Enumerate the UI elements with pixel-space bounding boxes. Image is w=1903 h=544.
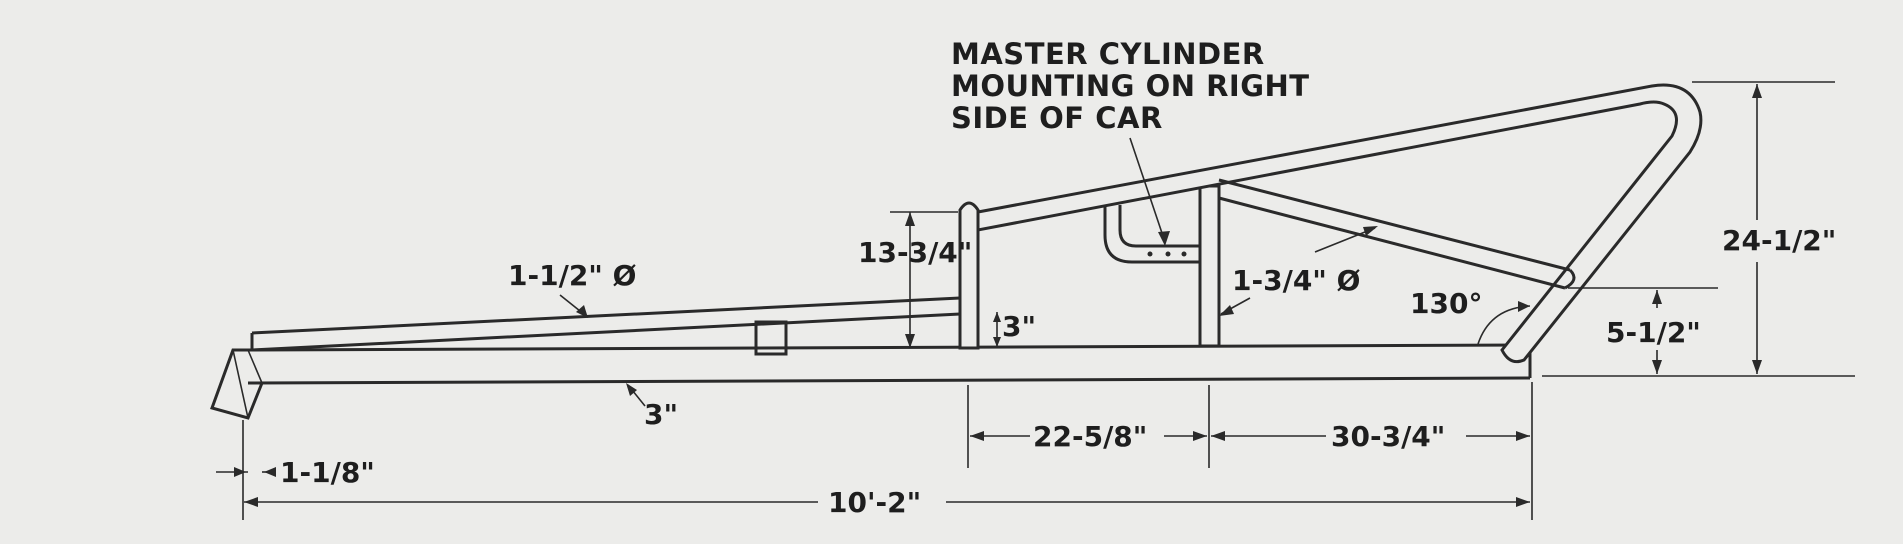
angle-130: 130° xyxy=(1410,287,1531,345)
note-line-2: MOUNTING ON RIGHT xyxy=(951,69,1310,103)
dimension-30-3-4-label: 30-3/4" xyxy=(1331,420,1445,453)
roll-bar-top-tube xyxy=(976,83,1703,364)
dimension-13-3-4-label: 13-3/4" xyxy=(858,236,972,269)
dimension-1-1-8: 1-1/8" xyxy=(216,456,375,489)
angle-130-label: 130° xyxy=(1410,287,1482,320)
dimension-3-label: 3" xyxy=(1002,310,1036,343)
master-cylinder-note: MASTER CYLINDER MOUNTING ON RIGHT SIDE O… xyxy=(951,37,1310,246)
diagonal-brace xyxy=(1218,178,1576,290)
rear-post xyxy=(1198,184,1221,348)
dimension-5-1-2: 5-1/2" xyxy=(1568,287,1718,374)
tube-diameter-1-1-2-label: 1-1/2" Ø xyxy=(508,259,637,292)
master-cylinder-mount xyxy=(1103,205,1200,264)
tube-diameter-1-3-4-label: 1-3/4" Ø xyxy=(1232,264,1361,297)
dimension-24-1-2-label: 24-1/2" xyxy=(1722,224,1836,257)
dimension-22-5-8-label: 22-5/8" xyxy=(1033,420,1147,453)
dimension-3-vertical: 3" xyxy=(993,310,1036,347)
note-line-1: MASTER CYLINDER xyxy=(951,37,1265,71)
note-line-3: SIDE OF CAR xyxy=(951,101,1163,135)
upper-side-rail xyxy=(250,296,961,356)
dimension-spans: 22-5/8" 30-3/4" xyxy=(967,385,1530,468)
tube-diameter-1-1-2-callout: 1-1/2" Ø xyxy=(508,259,637,318)
front-post xyxy=(958,201,980,350)
bottom-rail xyxy=(210,343,1532,420)
dimension-10-2-label: 10'-2" xyxy=(828,486,921,519)
tube-diameter-1-3-4-callout: 1-3/4" Ø xyxy=(1219,226,1378,316)
dimension-1-1-8-label: 1-1/8" xyxy=(280,456,375,489)
rail-height-3-label: 3" xyxy=(644,398,678,431)
dimension-24-1-2: 24-1/2" xyxy=(1542,81,1855,377)
dimension-5-1-2-label: 5-1/2" xyxy=(1606,316,1701,349)
rail-height-3-callout: 3" xyxy=(626,383,678,431)
dimension-overall-10-2: 10'-2" xyxy=(242,382,1533,520)
dimension-13-3-4: 13-3/4" xyxy=(858,211,972,348)
